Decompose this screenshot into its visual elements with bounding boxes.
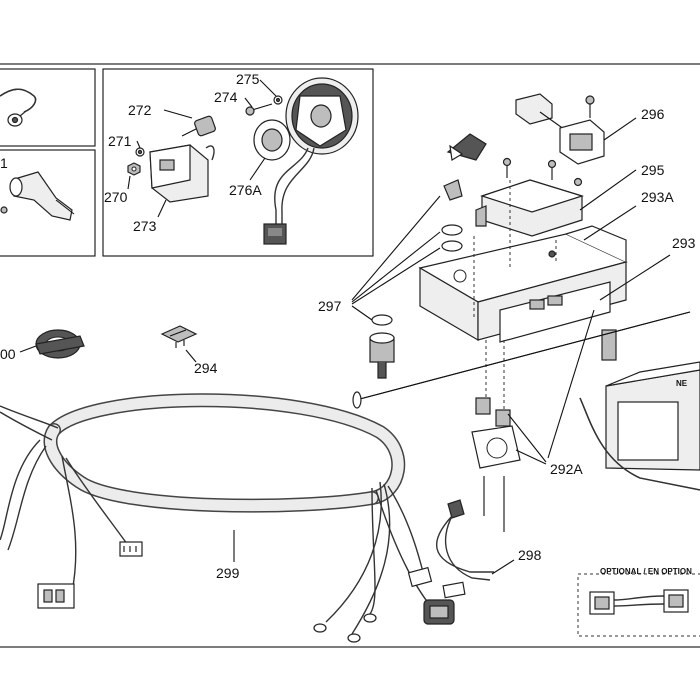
battery-cable-drawing	[0, 88, 37, 127]
label-300-partial: 00	[0, 346, 16, 362]
part-299-harness-drawing	[0, 393, 455, 643]
label-274: 274	[214, 89, 238, 105]
label-292a: 292A	[550, 461, 583, 477]
label-293-partial: 293	[672, 235, 696, 251]
frame-tube-drawing	[352, 311, 691, 409]
optional-caption: OPTIONAL / EN OPTION	[600, 567, 692, 576]
label-296: 296	[641, 106, 665, 122]
part-293-bracket-drawing	[418, 205, 671, 361]
label-271: 271	[108, 133, 132, 149]
inset-box-ignition	[102, 68, 374, 257]
label-298: 298	[518, 547, 542, 563]
battery-box-drawing: NE	[579, 361, 700, 491]
ignition-parts-drawing	[127, 77, 359, 245]
label-270: 270	[104, 189, 128, 205]
page-frame	[0, 63, 700, 648]
part-298-drawing	[436, 499, 515, 599]
part-296-drawing	[515, 93, 637, 165]
inset-box-battery-cable	[0, 68, 96, 147]
part-297-drawing	[351, 133, 487, 379]
part-300-tape-drawing	[19, 329, 85, 359]
battery-box-text: NE	[676, 379, 688, 388]
inset-box-spark-cap	[0, 149, 96, 257]
label-295: 295	[641, 162, 665, 178]
label-297: 297	[318, 298, 342, 314]
spark-plug-cap-drawing	[0, 171, 75, 221]
label-272: 272	[128, 102, 152, 118]
ignition-leader-lines	[127, 79, 277, 218]
label-273: 273	[133, 218, 157, 234]
optional-box: OPTIONAL / EN OPTION	[577, 567, 700, 637]
label-293a: 293A	[641, 189, 674, 205]
part-294-drawing	[160, 325, 198, 363]
label-1-partial: 1	[0, 155, 8, 171]
label-275: 275	[236, 71, 260, 87]
part-292a-drawing	[471, 309, 595, 532]
label-276a: 276A	[229, 182, 262, 198]
assembly-dashed-lines	[473, 180, 557, 410]
label-294: 294	[194, 360, 218, 376]
part-295-drawing	[475, 157, 637, 237]
label-299: 299	[216, 565, 240, 581]
